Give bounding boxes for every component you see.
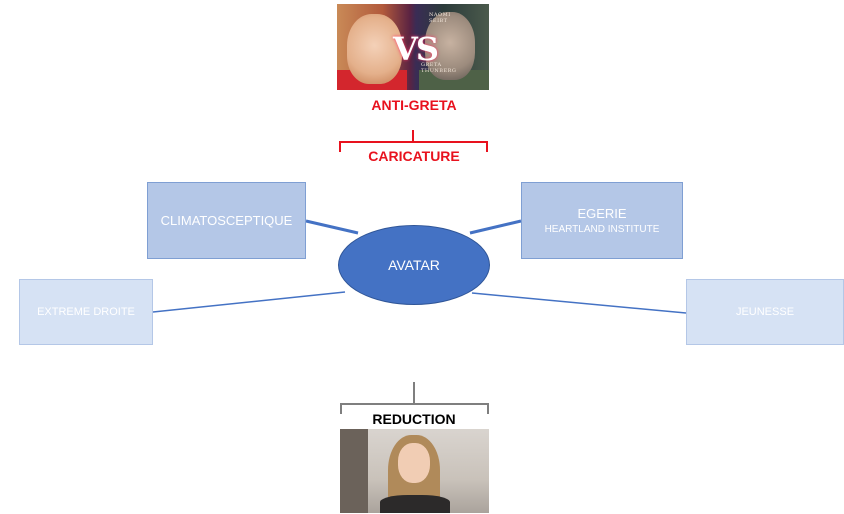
node-egerie-title: EGERIE [577,206,627,221]
poster-name-bottom: GRETA THUNBERG [421,62,457,74]
node-jeunesse-label: JEUNESSE [735,306,795,318]
node-extreme-droite-label: EXTREME DROITE [37,306,135,318]
connector-egerie [469,219,522,235]
reduction-bracket [340,382,489,414]
caricature-bracket [339,130,488,152]
node-avatar: AVATAR [338,225,490,305]
caricature-label: CARICATURE [368,148,460,164]
node-extreme-droite: EXTREME DROITE [19,279,153,345]
node-jeunesse: JEUNESSE [686,279,844,345]
node-climatosceptique-label: CLIMATOSCEPTIQUE [160,213,293,228]
anti-greta-label: ANTI-GRETA [371,97,457,113]
photo-shirt [380,495,450,513]
right-figure-face [425,12,475,80]
node-egerie: EGERIE HEARTLAND INSTITUTE [521,182,683,259]
connector-climatosceptique [305,219,359,235]
node-avatar-label: AVATAR [388,257,440,273]
reduction-label: REDUCTION [372,411,456,427]
left-figure-face [347,14,402,84]
photo-background-shelf [340,429,368,513]
connector-extreme-droite [152,291,346,313]
connector-jeunesse [471,292,687,314]
node-climatosceptique: CLIMATOSCEPTIQUE [147,182,306,259]
vs-logo-text: VS [393,30,439,68]
photo-face [398,443,430,483]
portrait-photo [340,429,489,513]
poster-name-top: NAOMI SEIBT [429,12,451,24]
node-egerie-subtitle: HEARTLAND INSTITUTE [544,224,660,235]
vs-poster-image: VS NAOMI SEIBT GRETA THUNBERG [337,4,489,90]
